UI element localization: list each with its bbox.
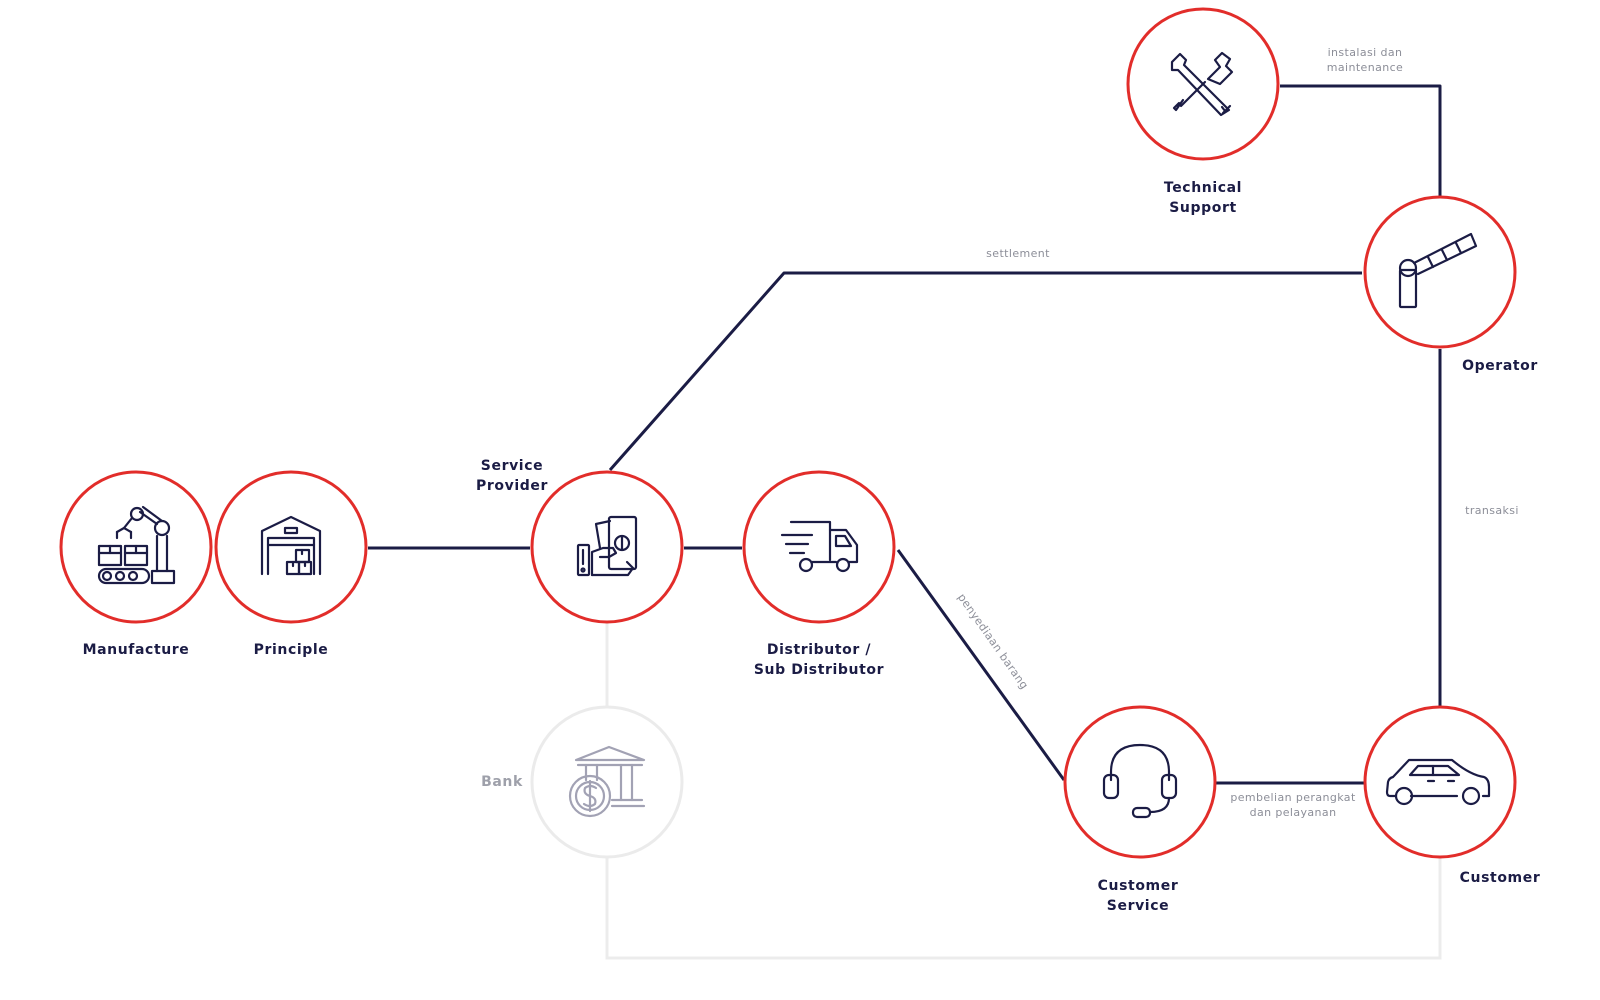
edge-label-line: transaksi xyxy=(1465,504,1519,517)
label-line: Distributor / xyxy=(766,642,872,658)
label-line: Service xyxy=(1106,898,1170,914)
connector-service-provider-operator xyxy=(608,271,1362,471)
bank-dollar-icon xyxy=(568,745,646,818)
connector-bank-customer xyxy=(605,858,1442,960)
label-bank: Bank xyxy=(462,772,542,792)
label-principle: Principle xyxy=(231,640,351,660)
node-ring-distributor[interactable] xyxy=(742,470,896,624)
label-distributor: Distributor / Sub Distributor xyxy=(739,640,899,680)
faded-connectors xyxy=(605,622,1442,960)
label-service-provider: Service Provider xyxy=(452,456,572,496)
label-operator: Operator xyxy=(1450,356,1550,376)
cash-in-hand-icon xyxy=(576,515,638,577)
label-line: Principle xyxy=(253,642,329,658)
headset-icon xyxy=(1102,743,1178,819)
label-line: Provider xyxy=(476,478,548,494)
label-manufacture: Manufacture xyxy=(76,640,196,660)
edge-label-installation: instalasi dan maintenance xyxy=(1305,45,1425,75)
robot-arm-conveyor-icon xyxy=(97,505,176,585)
node-ring-principle[interactable] xyxy=(214,470,368,624)
label-line: Operator xyxy=(1462,358,1538,374)
label-technical-support: Technical Support xyxy=(1143,178,1263,218)
edge-label-line: maintenance xyxy=(1326,61,1404,74)
label-line: Customer xyxy=(1097,878,1179,894)
edge-label-line: settlement xyxy=(986,247,1050,260)
node-ring-bank[interactable] xyxy=(530,705,684,859)
node-rings xyxy=(59,7,1517,859)
edge-label-line: instalasi dan xyxy=(1327,46,1403,59)
label-line: Technical xyxy=(1163,180,1243,196)
edge-label-transaction: transaksi xyxy=(1452,503,1532,518)
connector-distributor-customer-service xyxy=(896,549,1066,781)
edge-label-settlement: settlement xyxy=(958,246,1078,261)
edge-label-purchase: pembelian perangkat dan pelayanan xyxy=(1218,790,1368,820)
warehouse-icon xyxy=(260,515,322,576)
wrench-screwdriver-icon xyxy=(1170,51,1234,117)
node-ring-customer[interactable] xyxy=(1363,705,1517,859)
main-connectors xyxy=(368,84,1442,785)
parking-barrier-icon xyxy=(1398,232,1478,309)
connector-technical-support-operator xyxy=(1280,84,1442,196)
node-ring-customer-service[interactable] xyxy=(1063,705,1217,859)
label-line: Service xyxy=(480,458,544,474)
node-ring-operator[interactable] xyxy=(1363,195,1517,349)
car-icon xyxy=(1385,758,1491,806)
label-line: Manufacture xyxy=(82,642,190,658)
label-customer: Customer xyxy=(1450,868,1550,888)
edge-label-line: dan pelayanan xyxy=(1249,806,1337,819)
label-line: Support xyxy=(1169,200,1237,216)
label-line: Sub Distributor xyxy=(753,662,885,678)
label-line: Customer xyxy=(1459,870,1541,886)
delivery-truck-icon xyxy=(780,520,859,573)
label-customer-service: Customer Service xyxy=(1078,876,1198,916)
label-line: Bank xyxy=(481,774,523,790)
edge-label-line: pembelian perangkat xyxy=(1230,791,1356,804)
